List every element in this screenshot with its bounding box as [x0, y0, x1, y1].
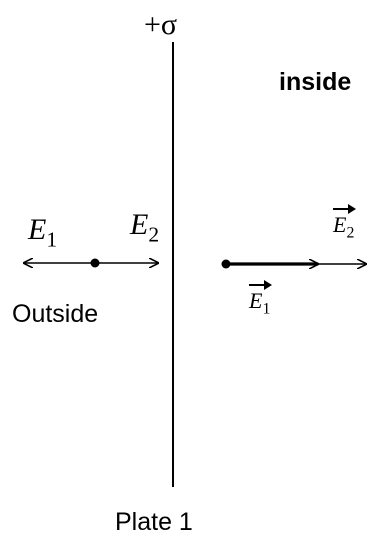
- right-e2-vector-arrow-icon: [333, 204, 357, 214]
- right-e2-label: E2: [333, 204, 357, 242]
- charge-label: +σ: [144, 10, 177, 40]
- right-point-dot: [221, 259, 231, 269]
- left-e1-subscript: 1: [46, 227, 58, 252]
- right-e2-symbol: E: [333, 212, 347, 237]
- charge-label-text: +σ: [144, 8, 178, 41]
- left-e1-label: E1: [28, 215, 57, 251]
- left-e1-symbol: E: [28, 213, 47, 246]
- left-e2-label: E2: [130, 210, 159, 246]
- inside-label: inside: [279, 68, 352, 96]
- left-e2-subscript: 2: [148, 222, 160, 247]
- right-e2-subscript: 2: [346, 224, 355, 242]
- plate-name-label: Plate 1: [115, 508, 193, 536]
- outside-label: Outside: [12, 300, 99, 328]
- right-e1-symbol: E: [249, 288, 263, 313]
- left-point-dot: [90, 258, 100, 268]
- right-e1-vector-arrow-icon: [249, 280, 273, 290]
- left-e2-symbol: E: [130, 208, 149, 241]
- right-e1-subscript: 1: [262, 300, 271, 318]
- right-e1-label: E1: [249, 280, 273, 318]
